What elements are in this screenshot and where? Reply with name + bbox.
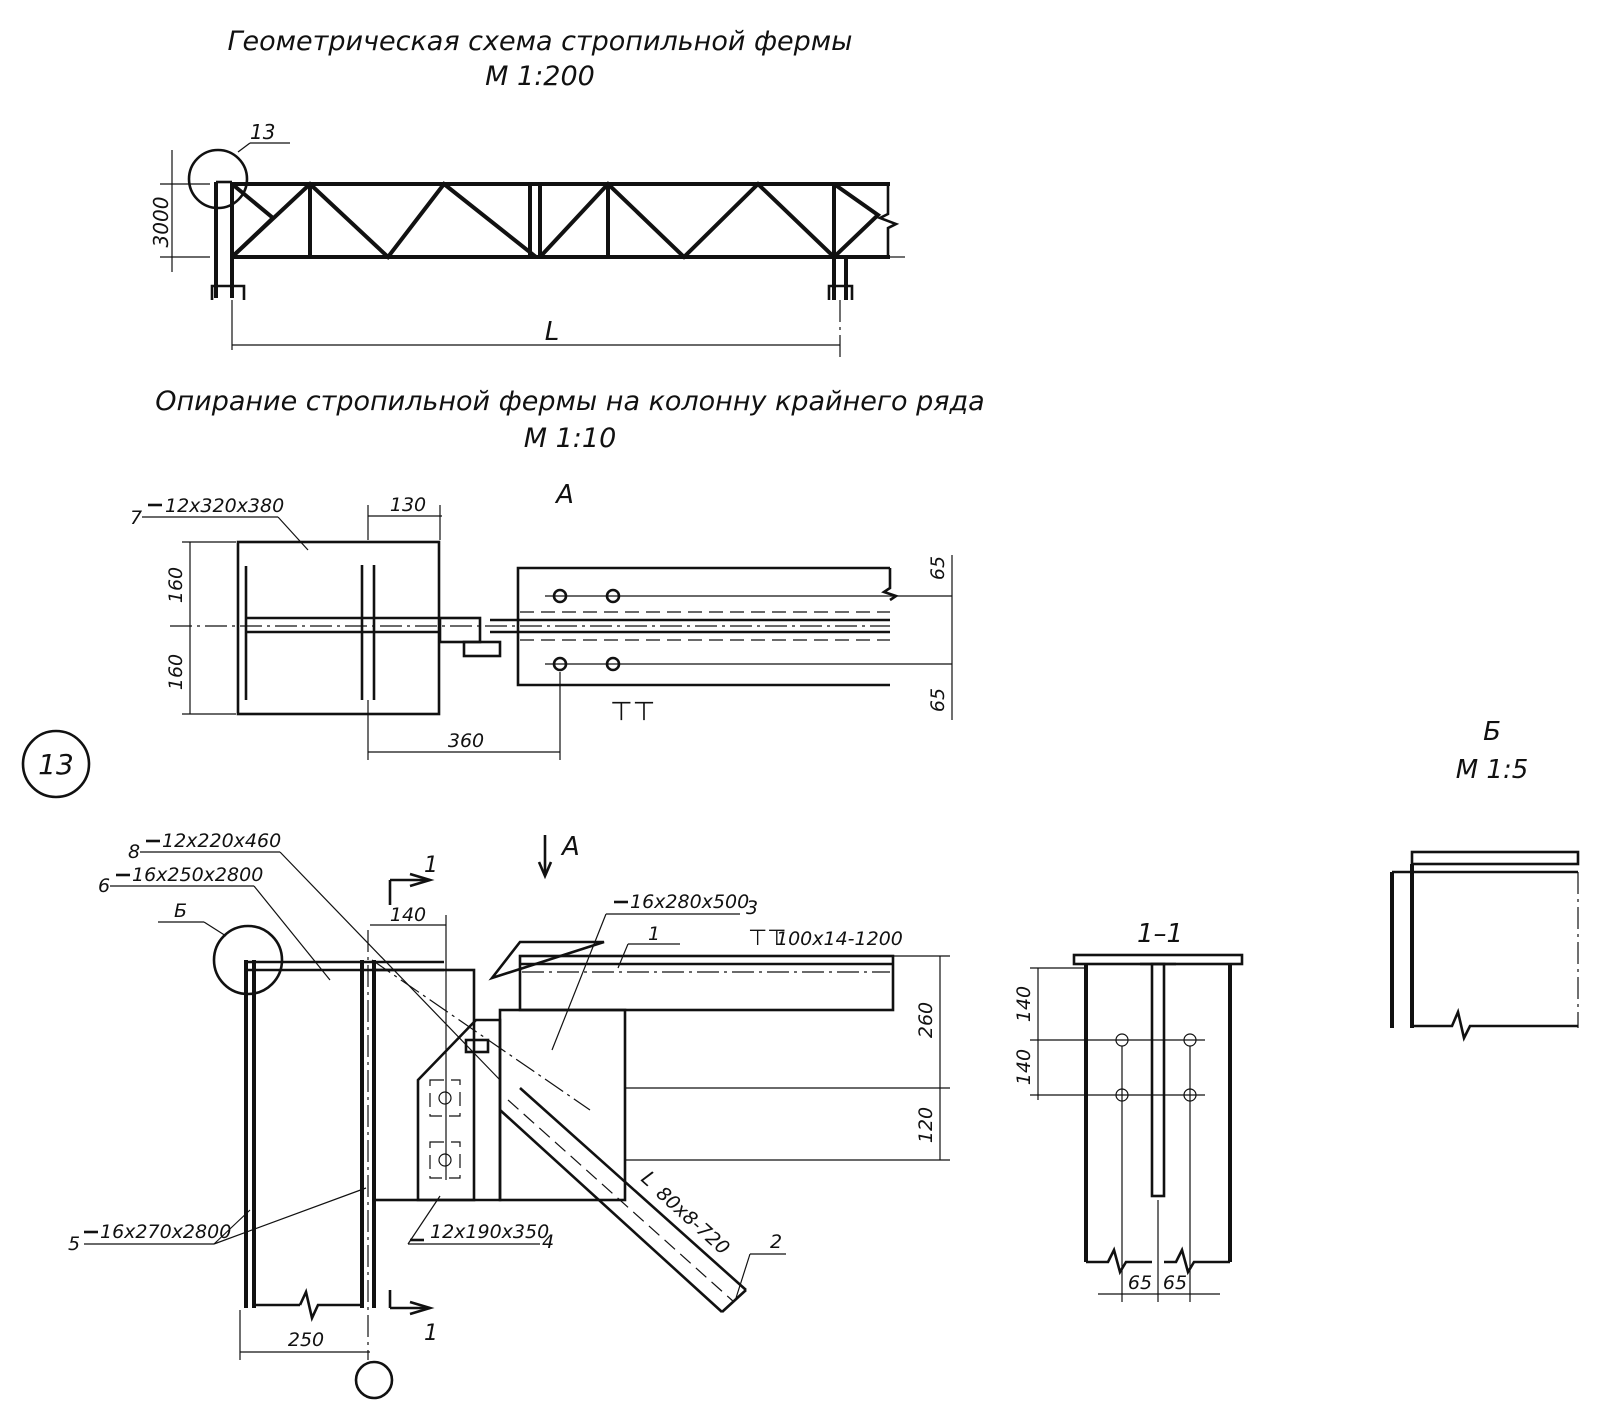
section-title: 1–1 xyxy=(1137,919,1183,949)
view-b: Б М 1:5 xyxy=(1390,717,1580,1042)
plan-view: А ⊤⊤ 160 160 130 xyxy=(130,480,953,760)
plan-65-top: 65 xyxy=(927,556,949,580)
support-title: Опирание стропильной фермы на колонну кр… xyxy=(155,386,984,417)
part-2-num: 2 xyxy=(770,1231,782,1253)
section-mark-bottom: 1 xyxy=(424,1321,438,1346)
support-scale: М 1:10 xyxy=(524,423,617,454)
sec-65-left: 65 xyxy=(1128,1272,1152,1294)
part-3-num: 3 xyxy=(746,897,758,919)
truss-scale: М 1:200 xyxy=(485,61,595,92)
sec-65-right: 65 xyxy=(1163,1272,1187,1294)
plan-360: 360 xyxy=(448,730,484,752)
part-4-spec: 12x190x350 xyxy=(430,1221,549,1243)
node-13-callout xyxy=(21,729,91,799)
span-dim: L xyxy=(545,317,560,347)
part-7-num: 7 xyxy=(130,507,142,529)
part-2-angle: L xyxy=(637,1166,661,1191)
part-1-num: 1 xyxy=(648,923,660,945)
part-6-spec: 16x250x2800 xyxy=(132,864,263,886)
view-b-scale: М 1:5 xyxy=(1456,755,1529,785)
elev-260: 260 xyxy=(915,1002,937,1038)
truss-height-dim: 3000 xyxy=(149,197,173,248)
sec-140-bottom: 140 xyxy=(1013,1049,1035,1085)
node-13-label: 13 xyxy=(250,120,275,144)
sec-140-top: 140 xyxy=(1013,986,1035,1022)
elev-140: 140 xyxy=(390,904,426,926)
part-4-num: 4 xyxy=(542,1231,554,1253)
section-1-1: 1–1 140 140 65 65 xyxy=(1013,919,1244,1302)
view-a-title: А xyxy=(554,480,574,510)
part-8-spec: 12x220x460 xyxy=(162,830,281,852)
part-8-num: 8 xyxy=(128,841,140,863)
elev-view-a: А xyxy=(560,832,580,862)
part-2-spec: 80x8-720 xyxy=(652,1182,734,1259)
part-3-spec: 16x280x500 xyxy=(630,891,749,913)
truss-title: Геометрическая схема стропильной фермы xyxy=(227,26,852,57)
elev-120: 120 xyxy=(915,1107,937,1143)
part-6-num: 6 xyxy=(98,875,110,897)
section-mark-top: 1 xyxy=(424,853,438,878)
callout-b-label: Б xyxy=(174,900,187,922)
node-13-callout-label: 13 xyxy=(38,748,74,781)
plan-65-bottom: 65 xyxy=(927,688,949,712)
elev-250: 250 xyxy=(288,1329,324,1351)
truss-scheme: 13 3000 L xyxy=(149,120,905,360)
part-7-spec: 12x320x380 xyxy=(165,495,284,517)
view-b-title: Б xyxy=(1483,717,1501,747)
part-5-spec: 16x270x2800 xyxy=(100,1221,231,1243)
tee-symbol: ⊤⊤ xyxy=(610,697,655,727)
plan-160-bottom: 160 xyxy=(165,654,187,690)
plan-160-top: 160 xyxy=(165,567,187,603)
part-1-spec: 100x14-1200 xyxy=(776,928,903,950)
plan-130: 130 xyxy=(390,494,426,516)
callout-b-circle xyxy=(212,924,284,996)
part-1-tee: ⊤⊤ xyxy=(748,926,786,951)
part-5-num: 5 xyxy=(68,1233,80,1255)
elevation-view: А 140 xyxy=(68,830,950,1400)
